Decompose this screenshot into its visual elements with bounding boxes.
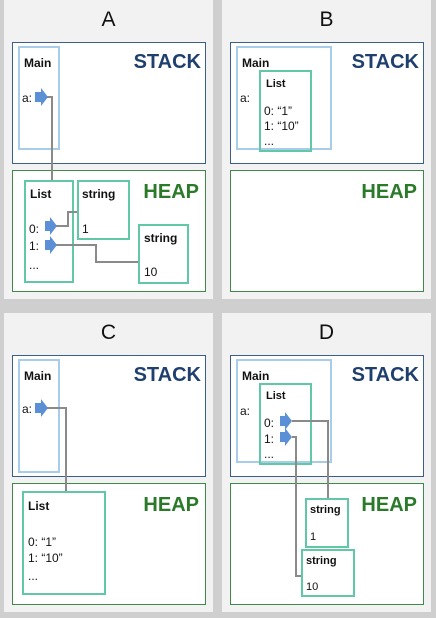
heap-region: HEAP — [230, 170, 424, 292]
main-frame — [18, 46, 60, 150]
list-slot-0: 0: — [29, 222, 40, 236]
main-frame-title: Main — [24, 369, 52, 383]
string-2-title: string — [306, 555, 337, 567]
list-slot-1: 1: — [264, 432, 275, 446]
string-object-2 — [301, 549, 355, 597]
heap-label: HEAP — [361, 494, 417, 516]
stack-label: STACK — [351, 364, 419, 386]
list-title: List — [28, 499, 50, 513]
string-2-value: 10 — [144, 265, 158, 279]
heap-label: HEAP — [143, 494, 199, 516]
panel-letter-b: B — [319, 8, 334, 31]
list-ellipsis: ... — [28, 569, 39, 583]
list-title: List — [266, 78, 286, 90]
heap-region: HEAP — [12, 170, 206, 292]
heap-region: HEAP — [12, 483, 206, 605]
stack-region: STACK — [230, 42, 424, 164]
var-a-label: a: — [22, 91, 33, 105]
list-item-0: 0: “1” — [264, 104, 293, 118]
panel-b: B STACK Main a: List 0: “1” 1: “10” ... … — [222, 0, 431, 299]
string-1-title: string — [310, 504, 341, 516]
stack-label: STACK — [351, 51, 419, 73]
list-title: List — [30, 187, 52, 201]
list-item-1: 1: “10” — [264, 119, 299, 133]
string-1-title: string — [82, 187, 116, 201]
panel-c: C STACK Main a: HEAP List 0: “1” 1: “10”… — [4, 313, 213, 612]
main-frame-title: Main — [242, 56, 270, 70]
list-title: List — [266, 390, 286, 402]
panel-letter-a: A — [101, 8, 116, 31]
main-frame-title: Main — [242, 369, 270, 383]
list-ellipsis: ... — [264, 134, 275, 148]
panel-letter-c: C — [100, 321, 117, 344]
string-2-title: string — [144, 231, 178, 245]
list-slot-1: 1: — [29, 239, 40, 253]
var-a-label: a: — [22, 402, 33, 416]
list-object — [259, 70, 312, 152]
string-1-value: 1 — [310, 531, 317, 543]
string-object-2 — [138, 224, 189, 284]
list-object — [22, 491, 106, 595]
string-1-value: 1 — [82, 222, 89, 236]
list-ellipsis: ... — [264, 447, 275, 461]
list-ellipsis: ... — [29, 258, 40, 272]
main-frame — [236, 46, 332, 150]
string-2-value: 10 — [306, 581, 319, 593]
var-a-label: a: — [240, 91, 251, 105]
string-object-1 — [77, 180, 130, 240]
heap-region: HEAP — [230, 483, 424, 605]
list-object — [24, 180, 74, 283]
stack-label: STACK — [133, 51, 201, 73]
panel-letter-d: D — [318, 321, 335, 344]
list-item-1: 1: “10” — [28, 551, 63, 565]
string-object-1 — [305, 498, 349, 548]
list-slot-0: 0: — [264, 416, 275, 430]
heap-label: HEAP — [361, 181, 417, 203]
list-item-0: 0: “1” — [28, 535, 57, 549]
panel-d: D STACK Main a: List 0: 1: ... HEAP stri… — [222, 313, 431, 612]
main-frame-title: Main — [24, 56, 52, 70]
var-a-label: a: — [240, 404, 251, 418]
panel-a: A STACK Main a: HEAP List 0: 1: ... stri… — [4, 0, 213, 299]
heap-label: HEAP — [143, 181, 199, 203]
stack-label: STACK — [133, 364, 201, 386]
main-frame — [236, 359, 332, 463]
